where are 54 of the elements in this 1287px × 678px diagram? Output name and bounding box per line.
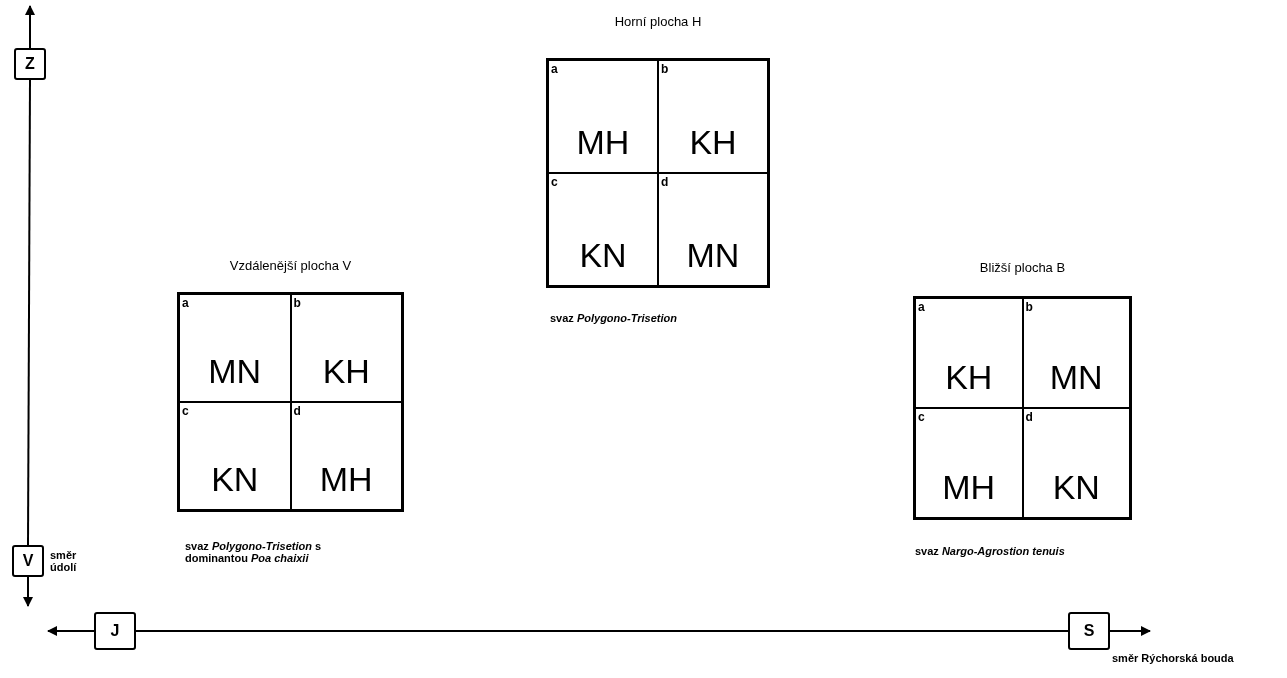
cell-code: MH	[941, 468, 997, 507]
cell-letter: b	[293, 296, 301, 310]
cell-letter: d	[293, 404, 301, 418]
plot-caption: svaz Polygono-Trisetion	[550, 312, 677, 324]
cell-letter: c	[182, 404, 189, 418]
direction-box: S	[1068, 612, 1110, 650]
plot-cell	[658, 60, 768, 173]
cell-code: KN	[1051, 468, 1101, 507]
plot-caption: svaz Nargo-Agrostion tenuis	[915, 545, 1065, 557]
cell-letter: d	[661, 175, 669, 189]
cell-letter: a	[918, 300, 925, 314]
cell-letter: c	[918, 410, 925, 424]
plot-cell	[548, 60, 658, 173]
axis-line	[135, 630, 1069, 632]
cell-letter: d	[1025, 410, 1033, 424]
cell-code: KH	[944, 358, 994, 397]
axis-line	[27, 79, 31, 546]
plot-cell	[915, 408, 1023, 518]
direction-note: směr Rýchorská bouda	[1112, 652, 1234, 664]
plot-title: Horní plocha H	[613, 14, 703, 29]
cell-code: KN	[210, 460, 260, 499]
direction-note: směr údolí	[50, 549, 78, 573]
plot-cell	[290, 402, 402, 510]
cell-code: KN	[578, 236, 628, 275]
plot-cell	[915, 298, 1023, 408]
arrow	[47, 626, 95, 636]
direction-box: Z	[14, 48, 46, 80]
direction-box: J	[94, 612, 136, 650]
arrow	[23, 576, 33, 607]
direction-box: V	[12, 545, 44, 577]
plot-cell	[548, 173, 658, 286]
cell-letter: c	[551, 175, 558, 189]
plot-cell	[290, 294, 402, 402]
plot-caption: svaz Polygono-Trisetion s dominantou Poa chaixii	[185, 540, 323, 564]
arrow	[1109, 626, 1151, 636]
cell-code: KH	[321, 352, 371, 391]
plot-cell	[179, 294, 291, 402]
cell-code: MH	[575, 123, 631, 162]
plot-title: Bližší plocha B	[978, 260, 1067, 275]
cell-code: KH	[688, 123, 738, 162]
plot-cell	[179, 402, 291, 510]
cell-code: MN	[207, 352, 263, 391]
cell-code: MH	[318, 460, 374, 499]
plot-cell	[658, 173, 768, 286]
cell-code: MN	[1048, 358, 1104, 397]
plot-title: Vzdálenější plocha V	[228, 258, 353, 273]
arrow	[25, 5, 35, 49]
cell-letter: b	[661, 62, 669, 76]
cell-letter: a	[182, 296, 189, 310]
cell-code: MN	[685, 236, 741, 275]
cell-letter: a	[551, 62, 558, 76]
plot-cell	[1022, 298, 1130, 408]
cell-letter: b	[1025, 300, 1033, 314]
plot-cell	[1022, 408, 1130, 518]
